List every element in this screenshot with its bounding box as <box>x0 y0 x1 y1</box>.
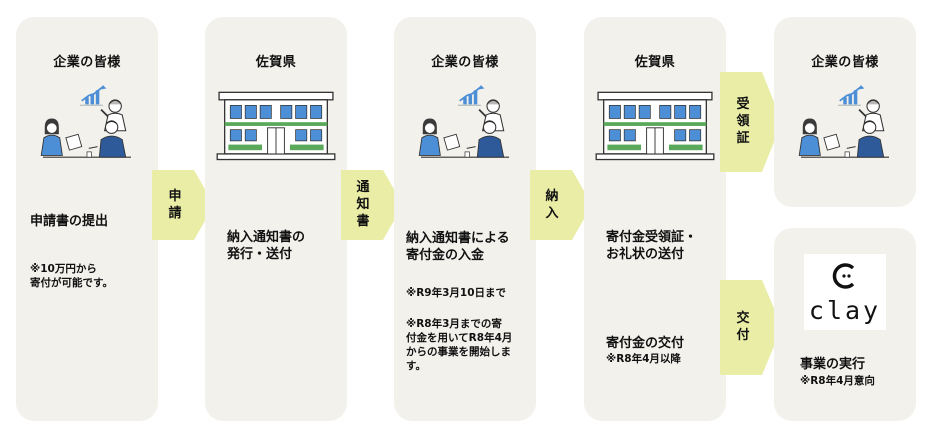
step-note-min-amount: ※10万円から 寄付が可能です。 <box>30 263 113 289</box>
step-card-applicant: 企業の皆様 申請書の提出 ※10万円から 寄付が可能です。 <box>16 17 158 421</box>
step-text-project: 事業の実行 <box>800 357 866 372</box>
result-card-clay: clay 事業の実行 ※R8年4月意向 <box>774 228 916 421</box>
card-header: 企業の皆様 <box>811 55 879 70</box>
arrow-grant <box>720 280 782 375</box>
government-building-illustration <box>215 83 337 167</box>
arrow-label: 納 入 <box>545 189 559 221</box>
card-header: 佐賀県 <box>634 55 676 70</box>
step-text-application: 申請書の提出 <box>30 214 109 229</box>
arrow-label: 申 請 <box>168 189 182 221</box>
clay-logo: clay <box>804 254 886 330</box>
card-header: 企業の皆様 <box>53 55 121 70</box>
arrow-application <box>152 170 214 240</box>
arrow-notice <box>341 170 403 240</box>
step-card-payment: 企業の皆様 納入通知書による 寄付金の入金 ※R9年3月10日まで ※R8年3月… <box>394 17 536 421</box>
step-note-deadline: ※R9年3月10日まで <box>406 287 507 299</box>
step-card-prefecture-notice: 佐賀県 納入通知書の 発行・送付 <box>205 17 347 421</box>
step-text-notice-issue: 納入通知書の 発行・送付 <box>227 230 306 262</box>
step-note-project-date: ※R8年4月意向 <box>800 375 875 387</box>
step-card-prefecture-receipt: 佐賀県 寄付金受領証・ お礼状の送付 寄付金の交付 ※R8年4月以降 <box>584 17 726 421</box>
clay-logo-mark-icon <box>832 263 855 289</box>
step-note-project-start: ※R8年3月までの寄 付金を用いてR8年4月 からの事業を開始しま す。 <box>406 318 513 372</box>
step-text-receipt: 寄付金受領証・ お礼状の送付 <box>606 230 698 262</box>
step-note-grant-date: ※R8年4月以降 <box>606 353 681 365</box>
arrow-label: 交 付 <box>736 311 750 343</box>
card-header: 佐賀県 <box>255 55 297 70</box>
step-text-payment: 納入通知書による 寄付金の入金 <box>406 231 510 263</box>
arrow-receipt <box>720 72 782 172</box>
business-meeting-illustration <box>792 85 898 173</box>
arrow-payment <box>530 170 592 240</box>
business-meeting-illustration <box>412 85 518 173</box>
step-text-grant: 寄付金の交付 <box>606 336 685 351</box>
result-card-company: 企業の皆様 <box>774 17 916 207</box>
card-header: 企業の皆様 <box>431 55 499 70</box>
government-building-illustration <box>594 83 716 167</box>
clay-logo-text: clay <box>808 296 882 325</box>
business-meeting-illustration <box>34 85 140 173</box>
arrow-label: 通 知 書 <box>356 180 370 229</box>
arrow-label: 受 領 証 <box>736 97 750 146</box>
